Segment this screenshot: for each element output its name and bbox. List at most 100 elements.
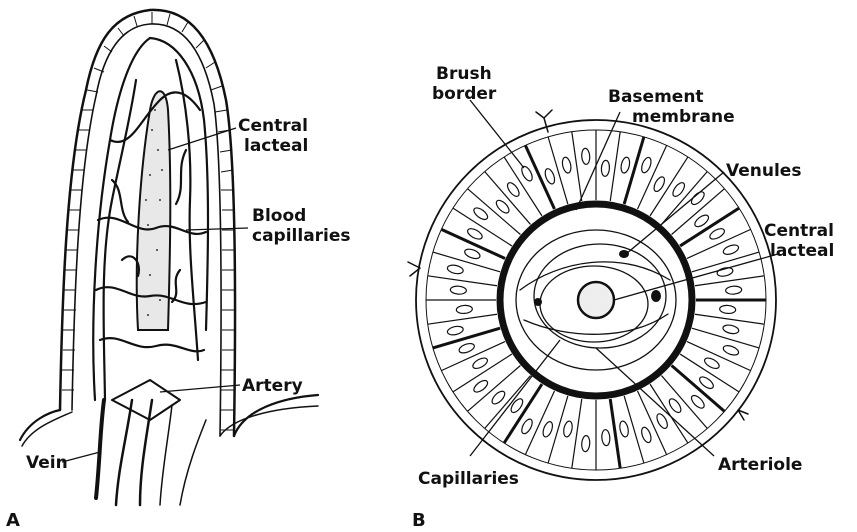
- base-left-inner: [22, 412, 72, 446]
- cell-nucleus: [450, 286, 467, 295]
- cell-nucleus: [472, 206, 490, 222]
- cell-border: [525, 145, 554, 209]
- label-brush-border-line1: Brush: [436, 64, 492, 84]
- label-blood-capillaries-line2: capillaries: [252, 226, 351, 246]
- central-lacteal-b: [578, 282, 614, 318]
- artery-loop: [112, 380, 180, 420]
- leader-artery: [160, 385, 240, 392]
- cell-border: [680, 354, 739, 392]
- cell-nucleus: [640, 156, 653, 174]
- cell-border: [548, 396, 568, 463]
- villus-cross-section: Brush border Basement membrane Venules C…: [408, 64, 834, 531]
- cell-nucleus: [601, 160, 610, 177]
- label-basement-membrane-line1: Basement: [608, 87, 704, 107]
- base-left-outer: [20, 410, 60, 440]
- label-blood-capillaries-line1: Blood: [252, 206, 306, 226]
- label-capillaries: Capillaries: [418, 469, 519, 489]
- cell-nucleus: [667, 397, 683, 415]
- cell-border: [453, 354, 512, 392]
- cell-nucleus: [541, 420, 554, 438]
- cell-nucleus: [652, 175, 667, 193]
- cell-nucleus: [490, 389, 507, 406]
- cell-border: [504, 384, 542, 443]
- cell-nucleus: [520, 417, 535, 435]
- cell-nucleus: [722, 243, 740, 256]
- cell-nucleus: [447, 264, 464, 275]
- cell-border: [672, 189, 725, 235]
- cell-border: [441, 229, 505, 258]
- cell-nucleus: [703, 356, 721, 371]
- leader-blood-capillaries: [186, 228, 248, 230]
- cell-nucleus: [725, 286, 742, 295]
- base-right-outer: [234, 395, 318, 436]
- cell-nucleus: [655, 412, 670, 430]
- cell-nucleus: [447, 325, 464, 336]
- leader-brush-border: [470, 100, 524, 168]
- microvilli-tuft-right: [738, 410, 748, 420]
- cell-border: [695, 276, 764, 286]
- cell-nucleus: [722, 344, 740, 357]
- cell-border: [610, 132, 620, 201]
- cell-nucleus: [562, 420, 573, 437]
- cell-nucleus: [543, 167, 556, 185]
- lymph-vessel: [160, 405, 172, 505]
- label-central-lacteal-b-line1: Central: [764, 221, 834, 241]
- cell-nucleus: [456, 305, 473, 314]
- central-lacteal: [137, 91, 171, 330]
- cell-border: [428, 276, 497, 286]
- cell-nucleus: [472, 378, 490, 394]
- cell-border: [650, 384, 688, 443]
- cell-border: [695, 314, 764, 324]
- cell-nucleus: [671, 181, 687, 199]
- cell-border: [661, 376, 707, 429]
- cell-border: [680, 208, 739, 246]
- cell-nucleus: [640, 426, 653, 444]
- cell-nucleus: [708, 227, 726, 242]
- cell-border: [610, 399, 620, 468]
- cell-nucleus: [719, 305, 736, 314]
- cell-nucleus: [520, 165, 535, 183]
- cell-nucleus: [581, 435, 590, 452]
- cell-border: [572, 132, 582, 201]
- cell-border: [638, 391, 667, 455]
- cell-nucleus: [620, 156, 631, 173]
- label-artery: Artery: [242, 376, 303, 396]
- artery-left: [116, 400, 132, 505]
- label-central-lacteal-b-line2: lacteal: [770, 241, 834, 261]
- cell-border: [485, 172, 531, 225]
- cell-border: [468, 189, 521, 235]
- label-venules: Venules: [726, 161, 801, 181]
- cell-nucleus: [618, 420, 629, 437]
- label-central-lacteal-a-line2: lacteal: [244, 136, 308, 156]
- cell-nucleus: [494, 198, 511, 215]
- vein: [96, 400, 104, 498]
- cell-nucleus: [505, 181, 521, 199]
- cell-border: [572, 399, 582, 468]
- label-basement-membrane-line2: membrane: [632, 107, 735, 127]
- label-central-lacteal-a-line1: Central: [238, 116, 308, 136]
- cell-border: [433, 328, 500, 348]
- crypt-wall: [180, 420, 206, 505]
- cell-nucleus: [466, 227, 484, 242]
- cell-nucleus: [471, 356, 489, 371]
- label-arteriole: Arteriole: [718, 455, 802, 475]
- panel-letter-b: B: [412, 510, 426, 531]
- cell-nucleus: [458, 342, 476, 355]
- cell-nucleus: [463, 247, 481, 260]
- cell-nucleus: [722, 324, 739, 335]
- cell-border: [428, 314, 497, 324]
- villus-longitudinal: Central lacteal Blood capillaries Artery…: [6, 10, 351, 531]
- leader-central-lacteal-a: [168, 128, 236, 150]
- label-brush-border-line2: border: [432, 84, 497, 104]
- cell-nucleus: [561, 156, 572, 173]
- cell-nucleus: [689, 393, 706, 410]
- panel-letter-a: A: [6, 510, 20, 531]
- cell-nucleus: [581, 148, 590, 165]
- cell-border: [624, 396, 644, 463]
- cell-nucleus: [716, 266, 733, 277]
- cell-nucleus: [698, 375, 716, 391]
- cell-nucleus: [601, 429, 610, 446]
- leader-vein: [62, 452, 100, 462]
